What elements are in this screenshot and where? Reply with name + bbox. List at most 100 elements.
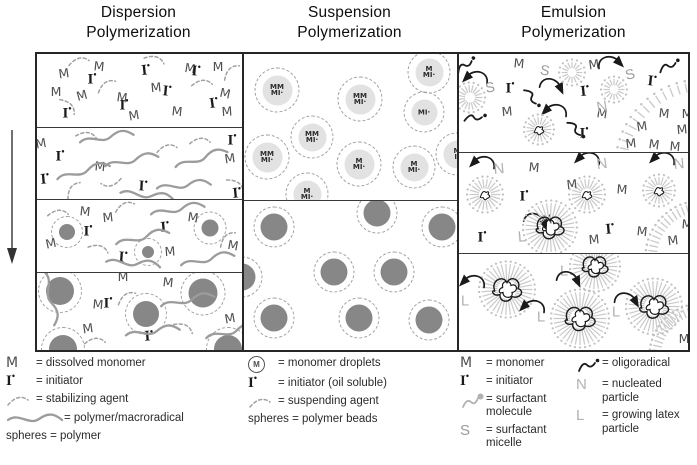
polymer-chain-symbol [6,411,64,427]
legend-text: = initiator [486,374,533,387]
monomer-letter: M [218,84,232,102]
initiator-symbol: I• [208,92,219,113]
polymer-bead [338,297,380,339]
monomer-letter: M [565,176,579,193]
stabilizer-arc [67,54,91,74]
emulsion-title-line1: Emulsion [540,4,607,21]
monomer-letter: M [647,136,661,153]
latex-particle-letter: L [536,308,546,326]
reaction-arrow [610,287,645,317]
monomer-droplet: MI· [435,132,457,176]
polymer-bead [244,256,263,298]
monomer-letter: M [682,107,688,121]
reaction-arrow [539,102,569,125]
suspension-stage-1: MMMI·MMMI·MMI·MI·MMMI·MMMI·MMI·MMI·MI·MM… [244,54,457,201]
legend-row: = oligoradical [576,356,694,374]
initiator-symbol: I• [460,370,469,389]
surfactant-micelle-latex [566,254,624,301]
stabilizer-arc [82,235,113,265]
polymer-sphere [125,293,167,335]
suspension-stage-2 [244,201,457,350]
stabilizer-arc [188,73,215,98]
polymer-bead [253,297,295,339]
legend-row: = stabilizing agent [6,392,234,408]
stabilizer-arc [71,128,101,151]
legend-text: = surfactant micelle [486,423,547,450]
surfactant-micelle [463,173,507,222]
latex-particle-letter: L [611,303,621,321]
stabilizer-arc [186,131,213,156]
polymer-chain [53,157,114,191]
initiator-symbol: I• [460,370,486,389]
polymer-chain [123,321,183,348]
polymer-bead [421,206,457,248]
surfactant-micelle-symbol: S [460,423,486,438]
polymer-chain [178,247,239,272]
stabilizer-arc [212,225,242,255]
monomer-letter: M [117,273,129,284]
monomer-letter: M [37,134,48,152]
surfactant-molecule-symbol [460,392,486,410]
polymer-sphere [38,273,82,313]
dispersion-title-line2: Polymerization [86,24,191,41]
polymer-chain [154,176,213,199]
reaction-arrow [572,153,602,173]
surfactant-micelle [459,79,489,122]
polymer-sphere [193,211,227,245]
monomer-letter: M [92,296,105,313]
oligoradical [656,55,684,80]
monomer-letter: M [675,121,688,138]
polymer-chain [103,253,163,272]
oligoradical-symbol [576,356,602,374]
polymer-chain [37,273,63,329]
nucleated-particle-letter: N [595,97,609,117]
monomer-letter: M [149,79,162,96]
monomer-symbol: M [6,356,36,370]
monomer-letter: M [624,135,638,152]
: N [576,376,587,393]
monomer-letter: M [212,58,224,74]
latex-particle-symbol: L [576,408,602,423]
stabilizer-arc [99,171,123,192]
monomer-letter: M [666,232,680,249]
legend-text: = nucleated particle [602,378,662,404]
initiator-symbol: I• [604,219,615,238]
legend-text: = dissolved monomer [36,357,146,369]
initiator-symbol: I• [579,123,589,142]
monomer-letter: M [164,243,176,260]
legend-row: L = growing latex particle [576,408,694,436]
polymer-bead [408,299,450,341]
stabilizer-arc [44,203,71,228]
monomer-letter: M [50,83,62,99]
monomer-letter: M [635,118,649,135]
: M [460,355,473,371]
monomer-letter: M [616,181,629,198]
legend-row: = polymer/macroradical [6,411,234,427]
monomer-droplet-symbol: M [248,356,278,373]
: L [576,407,585,424]
monomer-letter: M [101,209,115,226]
nucleated-particle-symbol: N [576,377,602,392]
monomer-letter: M [635,223,649,240]
polymer-bead [313,251,355,293]
monomer-letter: M [678,330,688,346]
panel-suspension: MMMI·MMMI·MMI·MI·MMMI·MMMI·MMI·MMI·MI·MM… [244,54,459,350]
legend-row: = suspending agent [248,394,458,410]
polymer-chain [171,143,233,179]
monomer-letter: M [221,103,233,120]
latex-particle-letter: L [460,292,470,310]
stabilizer-arc [112,285,142,313]
emulsion-stage-2: NNNMMMMMMI•I•I•LMM [459,153,688,254]
dispersion-legend: M = dissolved monomer I• = initiator = s… [6,356,234,446]
reaction-arrow [467,154,497,177]
stabilizer-arc [111,200,138,220]
stabilizer-arc [52,91,82,122]
stabilizer-arc [216,58,242,88]
